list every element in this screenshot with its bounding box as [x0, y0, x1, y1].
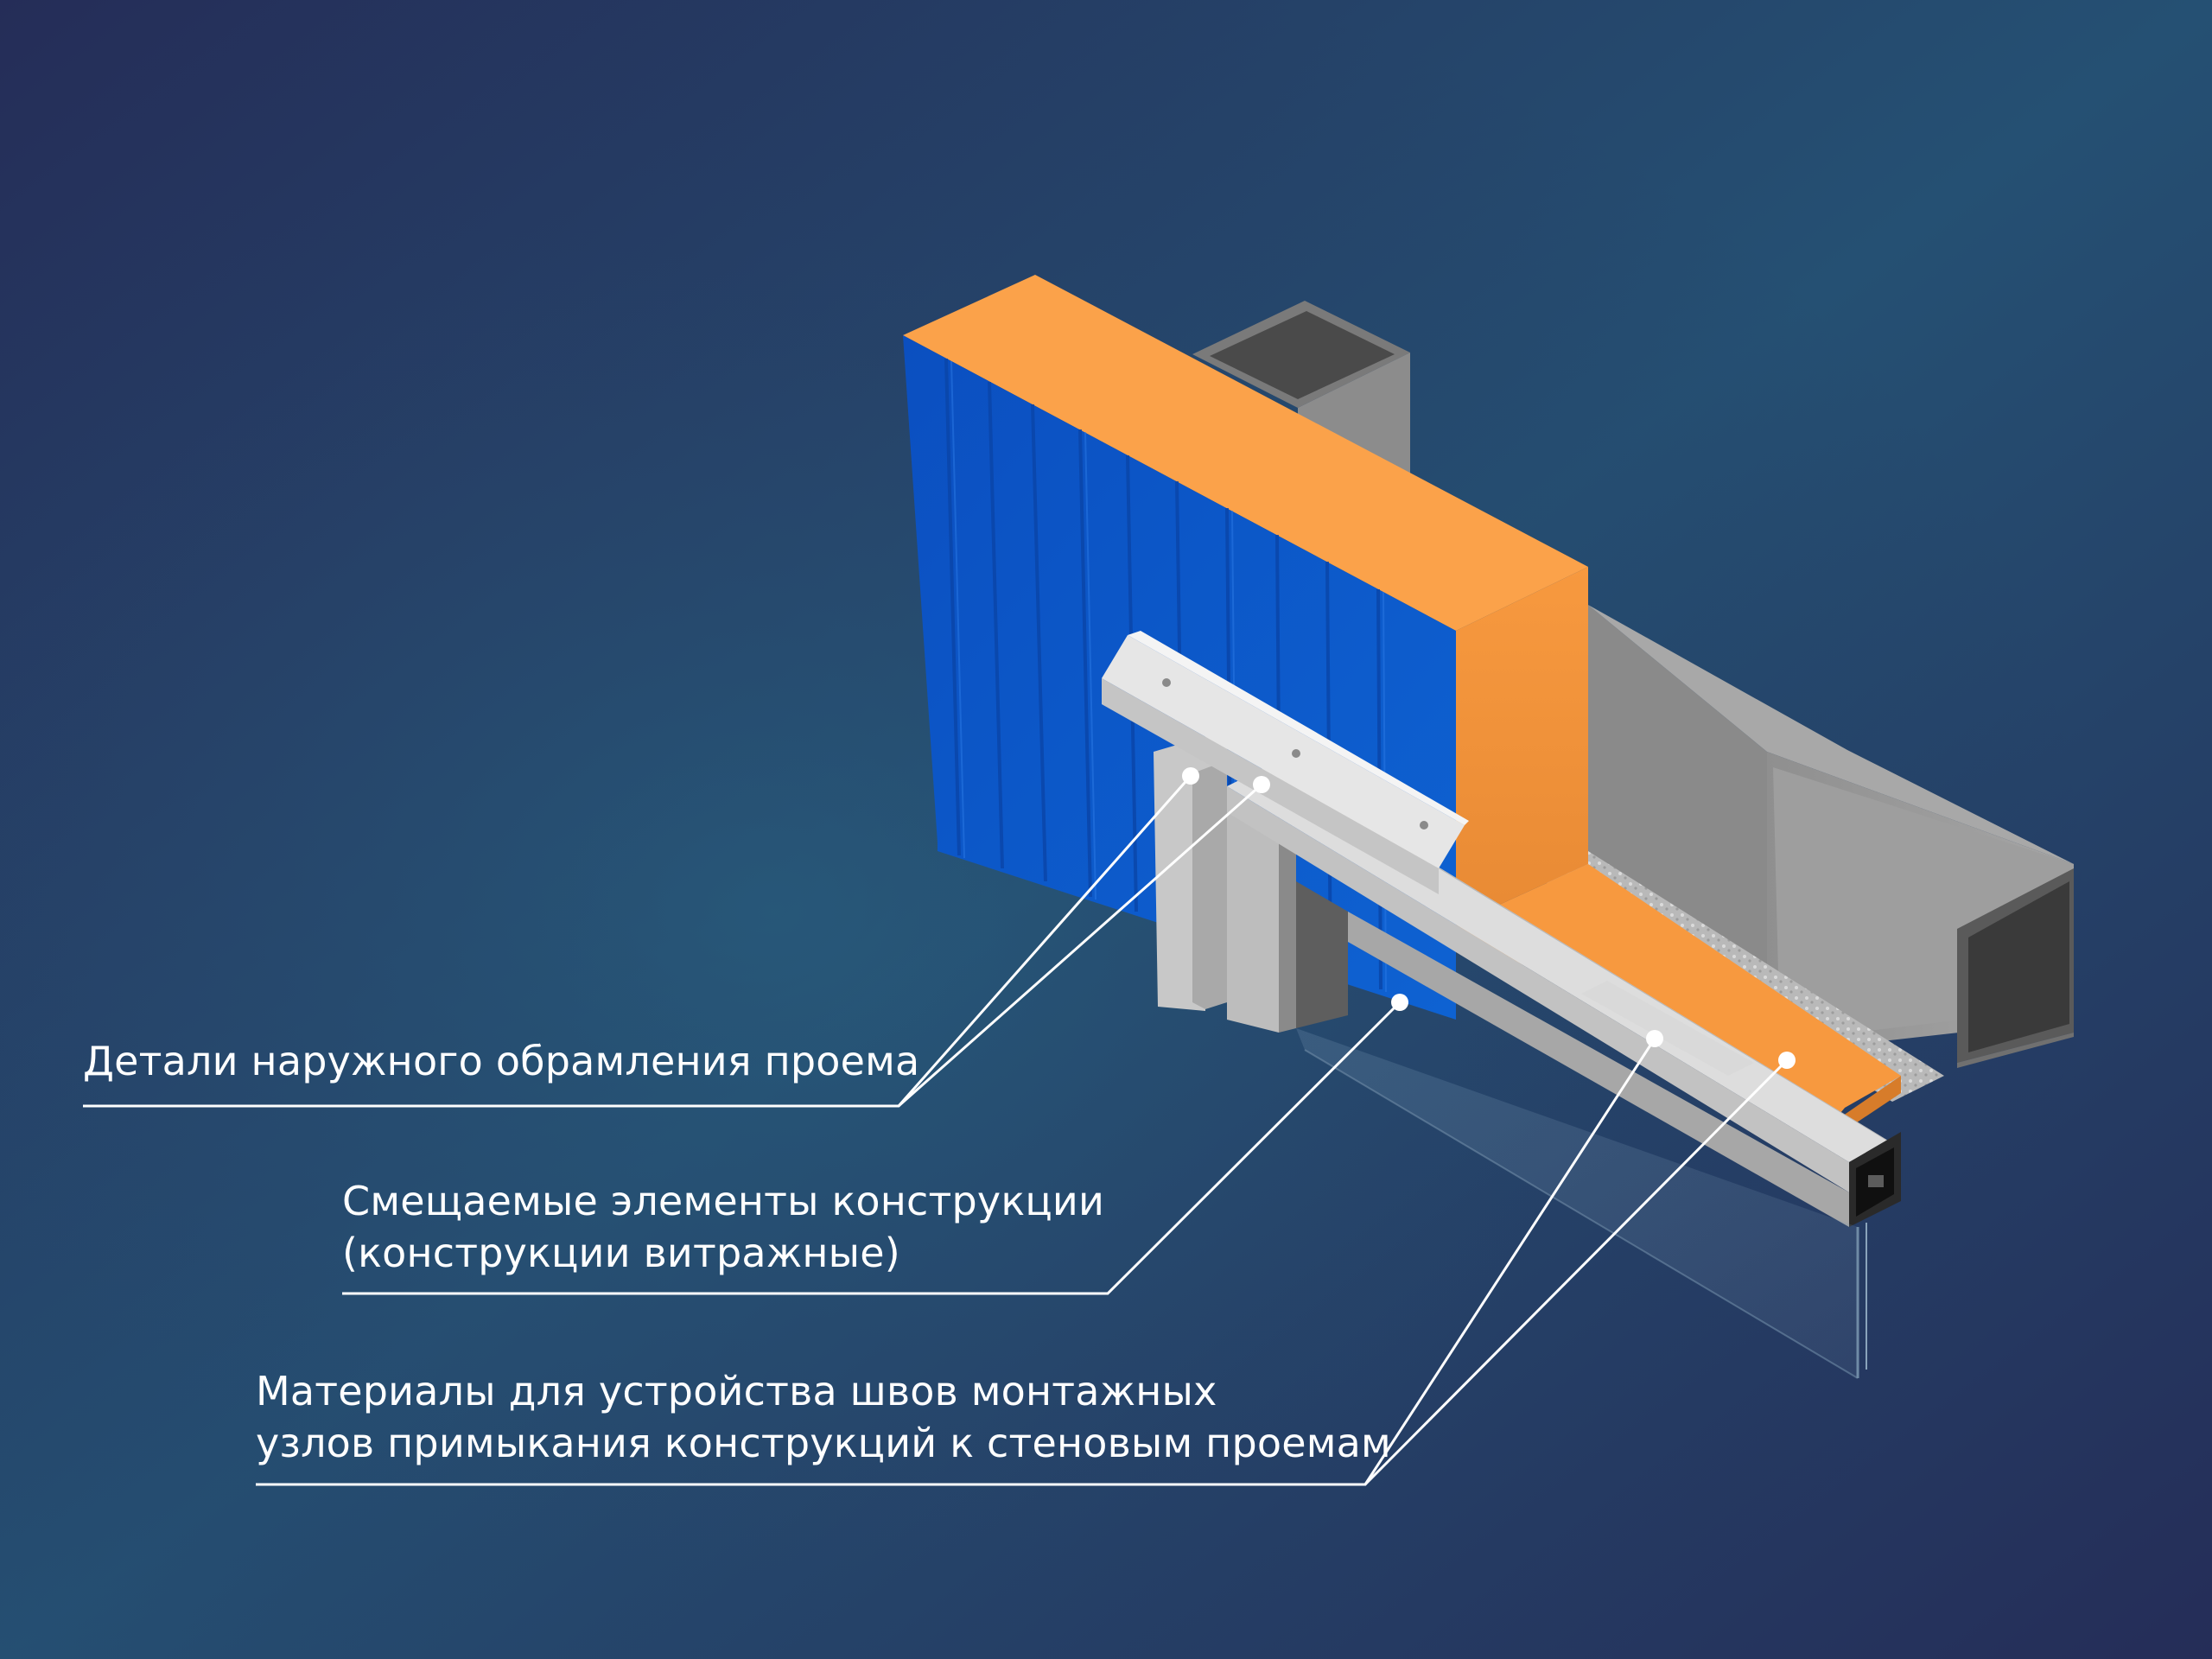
- screw-icon: [1292, 749, 1300, 758]
- label-joint-materials-line1: Материалы для устройства швов монтажных: [256, 1368, 1217, 1414]
- leader-outer-framing-branch: [898, 783, 1262, 1108]
- leader-movable-elements: [342, 1001, 1402, 1295]
- leader-lines: [83, 775, 1789, 1486]
- label-movable-elements: Смещаемые элементы конструкции (конструк…: [342, 1175, 1104, 1279]
- label-outer-framing: Детали наружного обрамления проема: [83, 1035, 919, 1087]
- leader-joint-materials-branch: [1363, 1058, 1789, 1486]
- leader-dots: [1182, 767, 1796, 1069]
- head-flashing: [1102, 631, 1469, 894]
- label-movable-elements-line2: (конструкции витражные): [342, 1230, 900, 1276]
- screw-icon: [1162, 678, 1171, 687]
- label-joint-materials-line2: узлов примыкания конструкций к стеновым …: [256, 1420, 1391, 1466]
- dot-outer-framing-2: [1253, 776, 1270, 793]
- dot-outer-framing-1: [1182, 767, 1199, 785]
- label-movable-elements-line1: Смещаемые элементы конструкции: [342, 1178, 1105, 1224]
- dot-joint-materials-1: [1646, 1030, 1663, 1047]
- glass-pane: [1296, 1028, 1867, 1379]
- screw-icon: [1420, 821, 1428, 830]
- label-joint-materials: Материалы для устройства швов монтажных …: [256, 1365, 1391, 1469]
- dot-joint-materials-2: [1778, 1052, 1796, 1069]
- dot-movable-elements: [1391, 994, 1408, 1011]
- label-outer-framing-line1: Детали наружного обрамления проема: [83, 1038, 920, 1084]
